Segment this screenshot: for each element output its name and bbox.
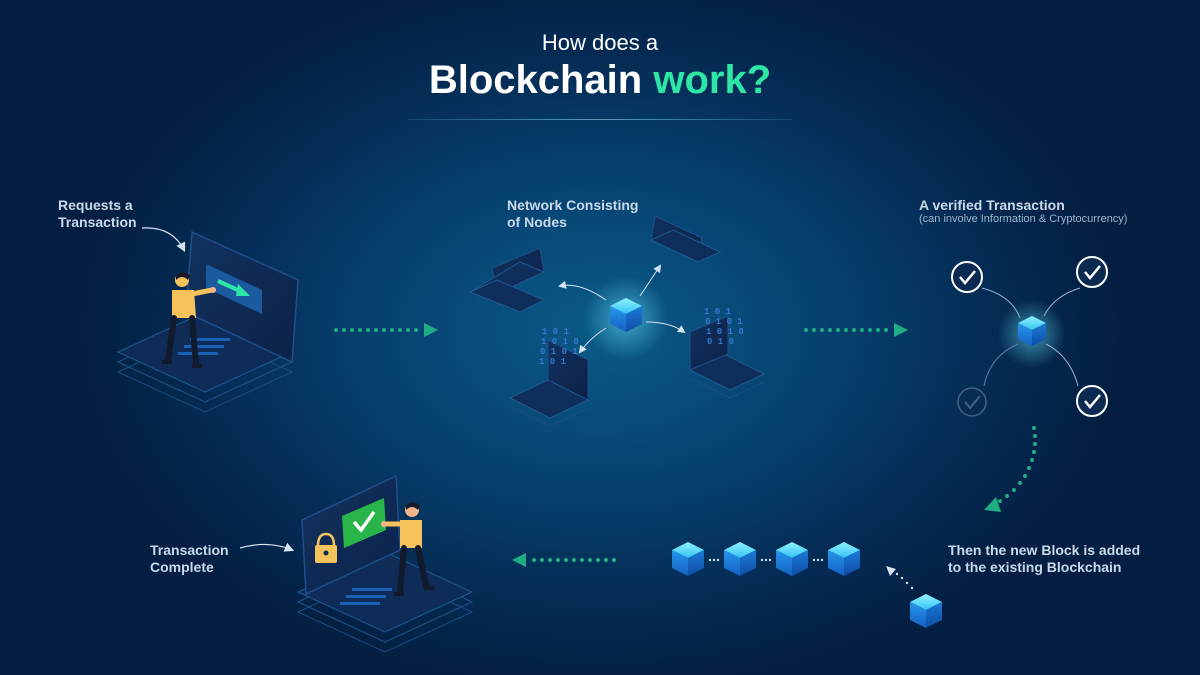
node-code-left-line: 1 0 1 0 xyxy=(541,337,579,347)
connector-2 xyxy=(804,323,908,337)
node-code-left-line: 0 1 0 1 xyxy=(540,347,578,357)
node-code-right-line: 1 0 1 xyxy=(704,307,732,317)
block-cube-icon xyxy=(828,542,860,576)
node-code-right-line: 0 1 0 xyxy=(707,337,734,347)
laptop-icon: 1 0 10 1 0 11 0 1 00 1 0 xyxy=(688,307,766,399)
block-cube-icon xyxy=(724,542,756,576)
node-code-left-line: 1 0 1 xyxy=(542,327,570,337)
network-nodes: 1 0 11 0 1 00 1 0 11 0 1 1 0 10 1 0 11 0… xyxy=(468,215,766,427)
check-icon xyxy=(1076,385,1108,417)
node-code-right-line: 0 1 0 1 xyxy=(705,317,743,327)
step-complete-label: Transaction Complete xyxy=(150,542,229,576)
block-cube-icon xyxy=(1018,316,1046,346)
node-code-right-line: 1 0 1 0 xyxy=(706,327,744,337)
check-icon xyxy=(951,261,983,293)
block-cube-icon xyxy=(610,298,642,332)
step-verified-subtitle: (can involve Information & Cryptocurrenc… xyxy=(919,213,1128,225)
verified-cluster xyxy=(951,256,1108,417)
title-main: Blockchain xyxy=(428,58,643,102)
connector-4 xyxy=(512,553,616,567)
complete-laptop xyxy=(296,474,474,653)
arrow-right-icon xyxy=(236,284,250,296)
block-cube-icon xyxy=(910,594,942,628)
step-network-label: Network Consisting of Nodes xyxy=(507,197,638,231)
step-request-label: Requests a Transaction xyxy=(58,197,137,231)
connector-1 xyxy=(334,323,438,337)
step-complete-line2: Complete xyxy=(150,559,214,575)
title-accent: work? xyxy=(653,58,772,102)
step-request-line1: Requests a xyxy=(58,197,133,213)
node-code-left-line: 1 0 1 xyxy=(539,357,567,367)
laptop-icon: 1 0 11 0 1 00 1 0 11 0 1 xyxy=(508,327,590,427)
step-added-line1: Then the new Block is added xyxy=(948,542,1141,558)
page-title: Blockchain work? xyxy=(0,58,1200,103)
step-added-line2: to the existing Blockchain xyxy=(948,559,1122,575)
connector-3 xyxy=(984,426,1037,512)
request-laptop xyxy=(116,230,299,413)
step-network-line1: Network Consisting xyxy=(507,197,639,213)
step-network-line2: of Nodes xyxy=(507,214,567,230)
check-icon xyxy=(352,510,376,533)
title-divider xyxy=(408,119,792,120)
laptop-icon xyxy=(649,215,722,263)
step-request-line2: Transaction xyxy=(58,214,137,230)
title-line-1: How does a xyxy=(541,30,659,55)
check-icon xyxy=(1076,256,1108,288)
laptop-icon xyxy=(468,247,546,313)
step-added-label: Then the new Block is added to the exist… xyxy=(948,542,1140,576)
lock-icon xyxy=(315,532,337,563)
block-cube-icon xyxy=(672,542,704,576)
person-icon xyxy=(162,272,216,368)
blockchain xyxy=(672,542,942,628)
check-icon xyxy=(957,387,987,417)
block-cube-icon xyxy=(776,542,808,576)
step-verified-label: A verified Transaction xyxy=(919,197,1065,213)
person-icon xyxy=(381,502,434,596)
step-complete-line1: Transaction xyxy=(150,542,229,558)
